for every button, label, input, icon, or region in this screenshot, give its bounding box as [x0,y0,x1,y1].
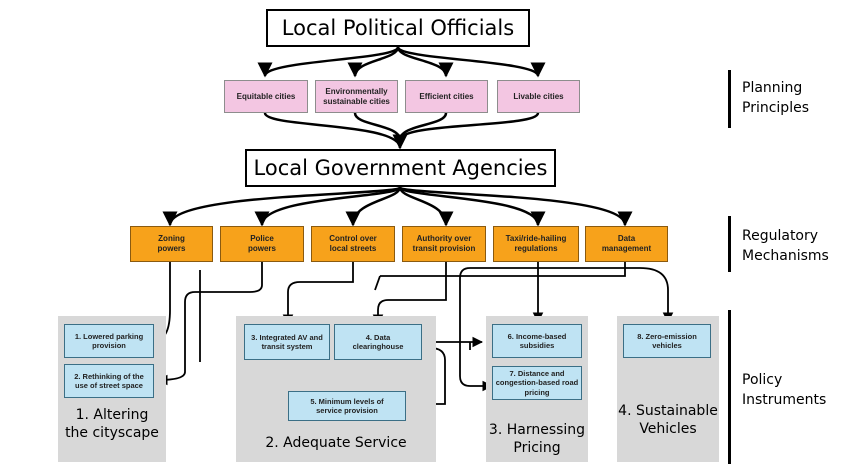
sidebar-label-regulatory: Regulatory Mechanisms [742,228,829,264]
instrument-income-subsidies: 6. Income-based subsidies [492,324,582,358]
group-label-adequate-service: 2. Adequate Service [265,435,407,451]
sidebar-divider-planning [728,70,731,128]
local-government-agencies-box: Local Government Agencies [245,149,556,187]
group-label-altering-cityscape: 1. Altering the cityscape [65,407,159,441]
group-label-sustainable-vehicles: 4. Sustainable Vehicles [618,403,718,437]
group-label-harnessing-pricing: 3. Harnessing Pricing [488,422,586,456]
arrow-officials-equitable [257,45,400,78]
mechanism-police: Police powers [220,226,304,262]
instrument-lowered-parking: 1. Lowered parking provision [64,324,154,358]
instrument-integrated-av: 3. Integrated AV and transit system [244,324,330,360]
arrow-agencies-streets [345,186,402,227]
mechanism-transit: Authority over transit provision [402,226,486,262]
principle-efficient: Efficient cities [405,80,488,113]
mechanism-data: Data management [585,226,668,262]
instrument-street-space: 2. Rethinking of the use of street space [64,364,154,398]
mechanism-zoning: Zoning powers [130,226,213,262]
principle-equitable: Equitable cities [224,80,308,113]
mechanism-taxi: Taxi/ride-hailing regulations [493,226,579,262]
arrow-agencies-data [398,185,633,227]
arrow-equitable-agencies [263,112,408,150]
principle-environmental: Environmentally sustainable cities [315,80,398,113]
instrument-road-pricing: 7. Distance and congestion-based road pr… [492,366,582,400]
sidebar-divider-regulatory [728,216,731,272]
sidebar-label-policy: Policy Instruments [742,372,827,408]
mechanism-streets: Control over local streets [311,226,395,262]
local-political-officials-box: Local Political Officials [266,9,530,47]
principle-livable: Livable cities [497,80,580,113]
arrow-agencies-zoning [162,185,402,227]
instrument-data-clearinghouse: 4. Data clearinghouse [334,324,422,360]
arrow-agencies-transit [398,186,454,227]
instrument-zero-emission: 8. Zero-emission vehicles [623,324,711,358]
arrow-agencies-taxi [398,185,546,227]
instrument-minimum-service: 5. Minimum levels of service provision [288,391,406,421]
arrow-officials-livable [396,45,546,78]
arrow-agencies-police [254,185,402,227]
arrow-officials-environmental [347,46,400,78]
sidebar-label-planning: Planning Principles [742,80,809,116]
sidebar-divider-policy [728,310,731,464]
